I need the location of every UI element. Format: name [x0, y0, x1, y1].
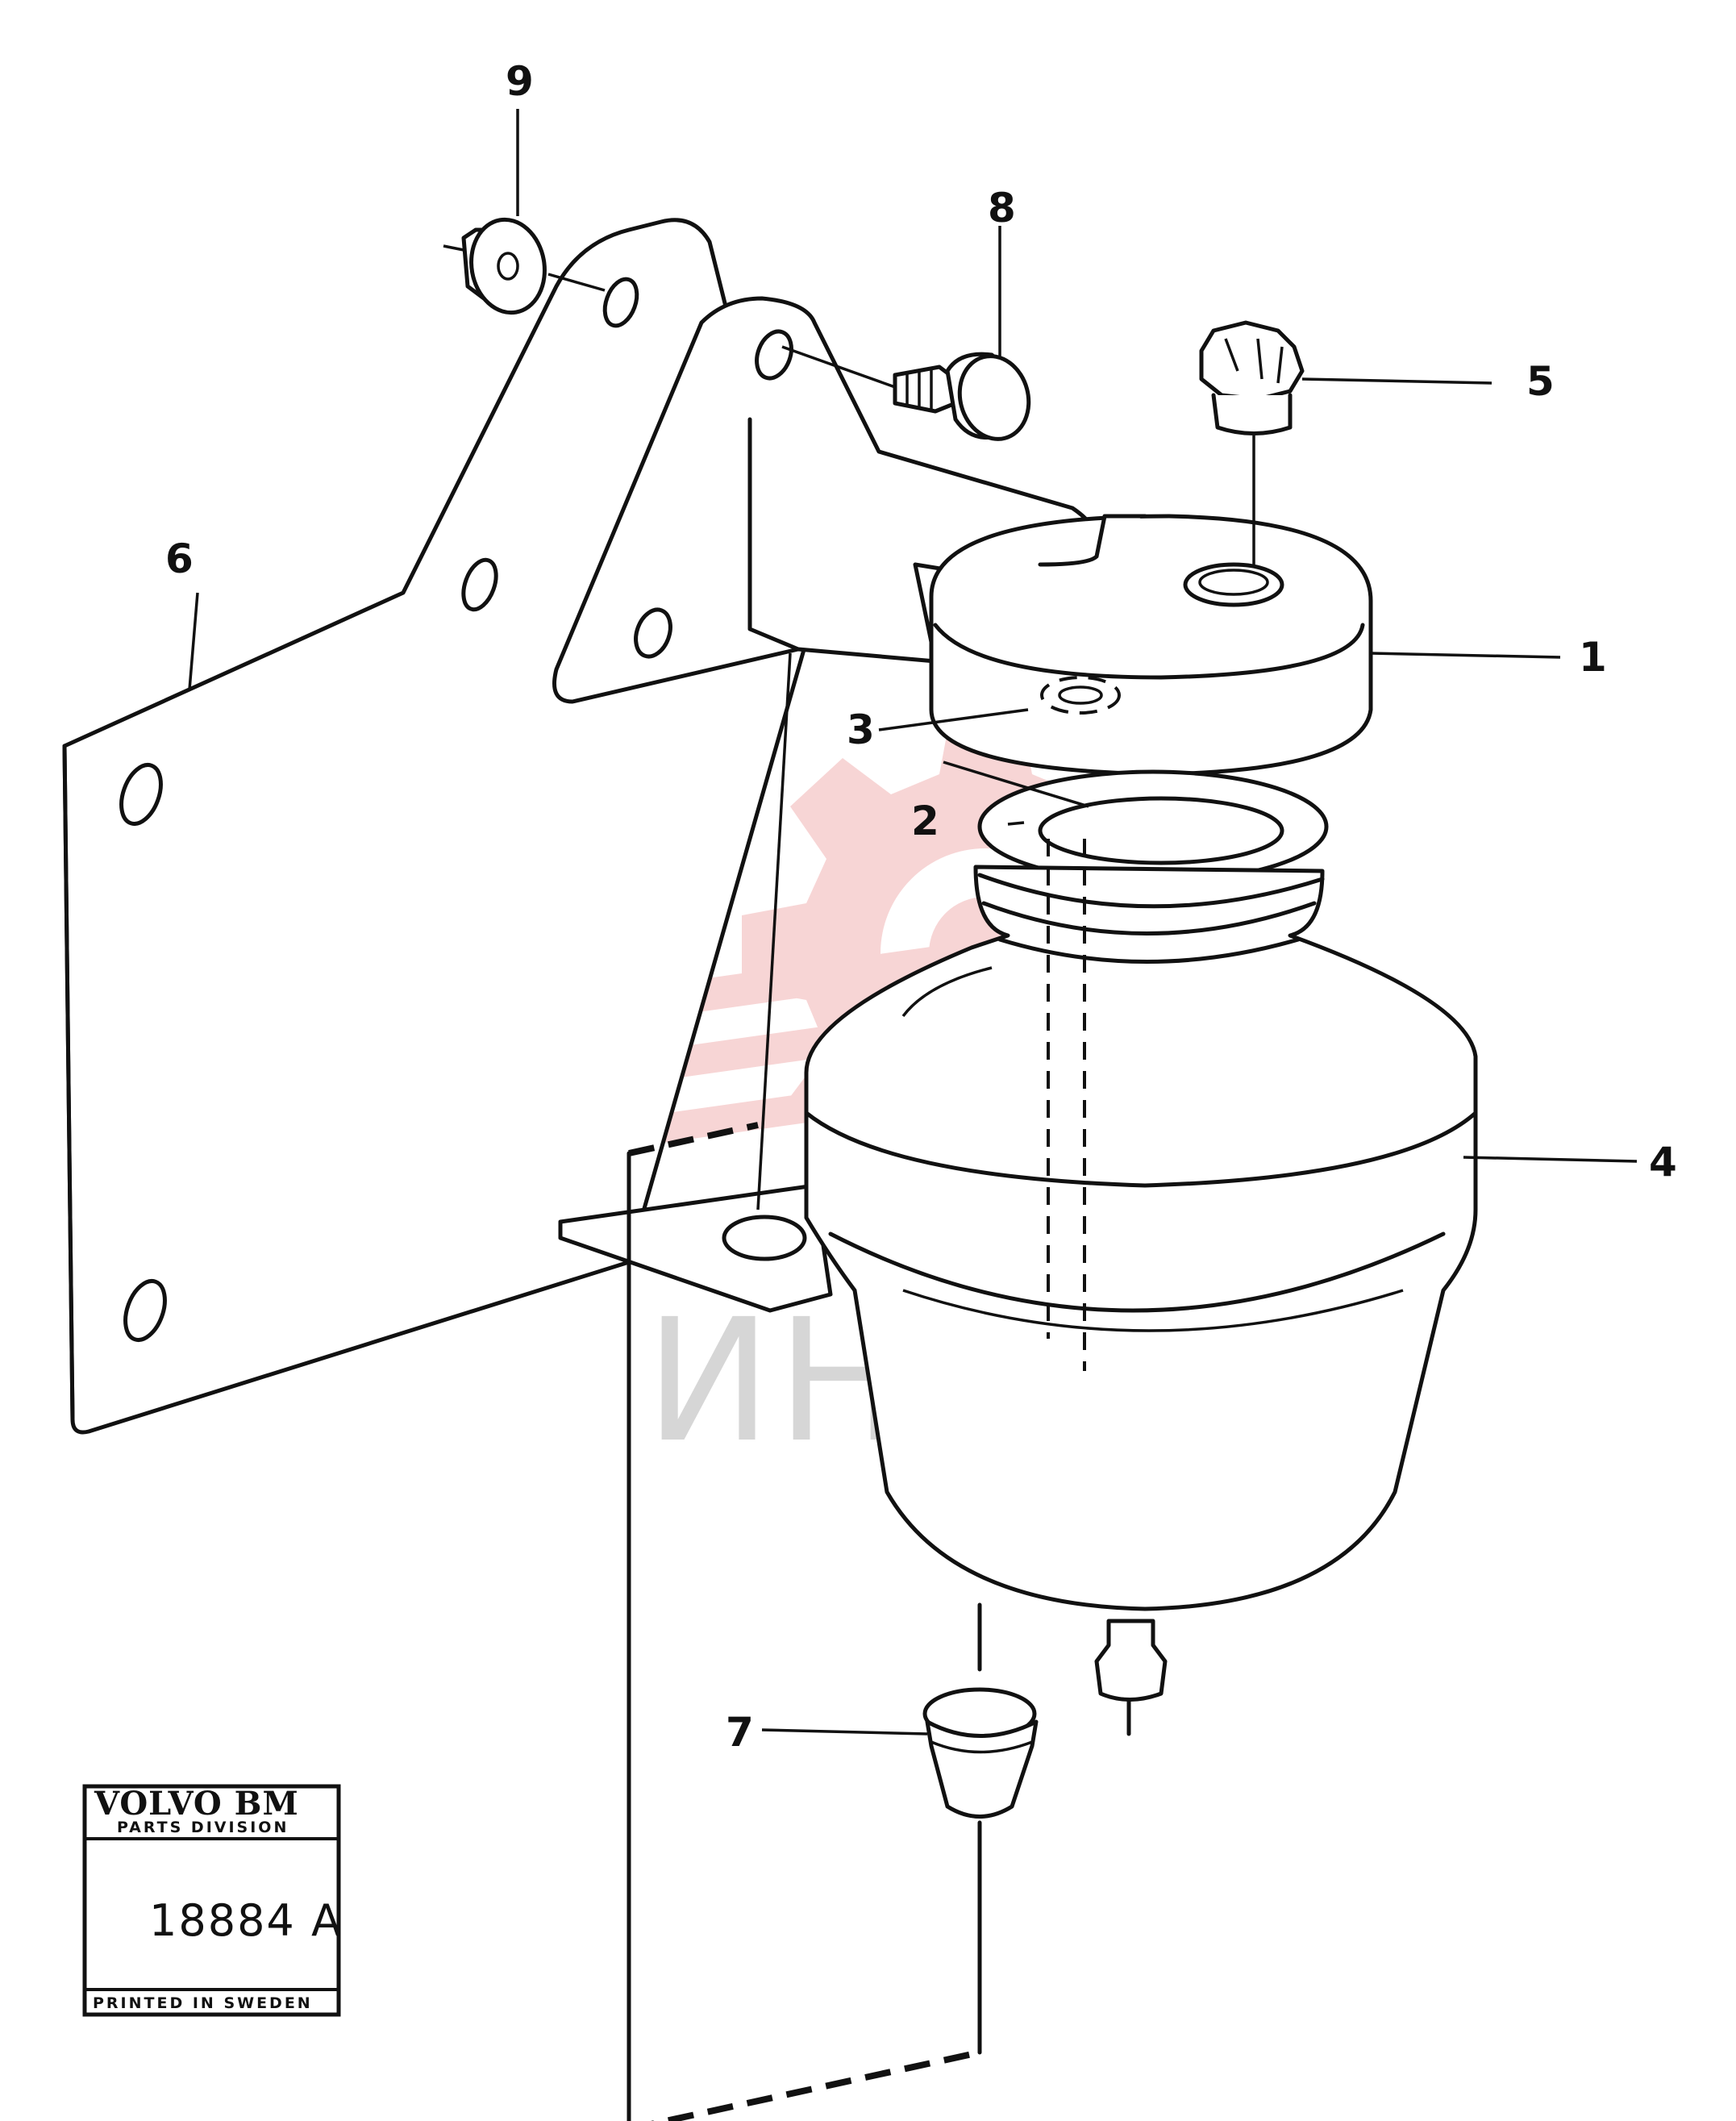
callout-7: 7: [726, 1709, 754, 1756]
callout-5: 5: [1526, 358, 1555, 405]
leader-lines: [188, 109, 1638, 1736]
reservoir-cap: [929, 514, 1373, 777]
callout-1: 1: [1579, 634, 1607, 681]
seal-washer: [1040, 676, 1121, 715]
callout-4: 4: [1649, 1139, 1677, 1186]
stamp-brand: VOLVO BM: [94, 1785, 299, 1823]
filler-cap: [1199, 320, 1305, 565]
callout-8: 8: [988, 185, 1016, 231]
callouts: 1 2 3 4 5 6 7 8 9: [165, 58, 1677, 1756]
rubber-plug: [922, 1687, 1039, 1819]
callout-3: 3: [847, 706, 875, 753]
reservoir-body: [804, 839, 1478, 1736]
bottom-shelf: [558, 652, 982, 2121]
flange-nut: [443, 217, 606, 315]
parts-stamp: VOLVO BM PARTS DIVISION 18884 A PRINTED …: [82, 1784, 343, 2017]
stamp-printed: PRINTED IN SWEDEN: [93, 1994, 313, 2012]
callout-9: 9: [506, 58, 534, 105]
mounting-bolt: [781, 345, 1031, 441]
stamp-division: PARTS DIVISION: [117, 1819, 289, 1836]
callout-2: 2: [911, 798, 939, 844]
stamp-number: 18884 A: [149, 1895, 343, 1946]
callout-6: 6: [165, 535, 194, 582]
